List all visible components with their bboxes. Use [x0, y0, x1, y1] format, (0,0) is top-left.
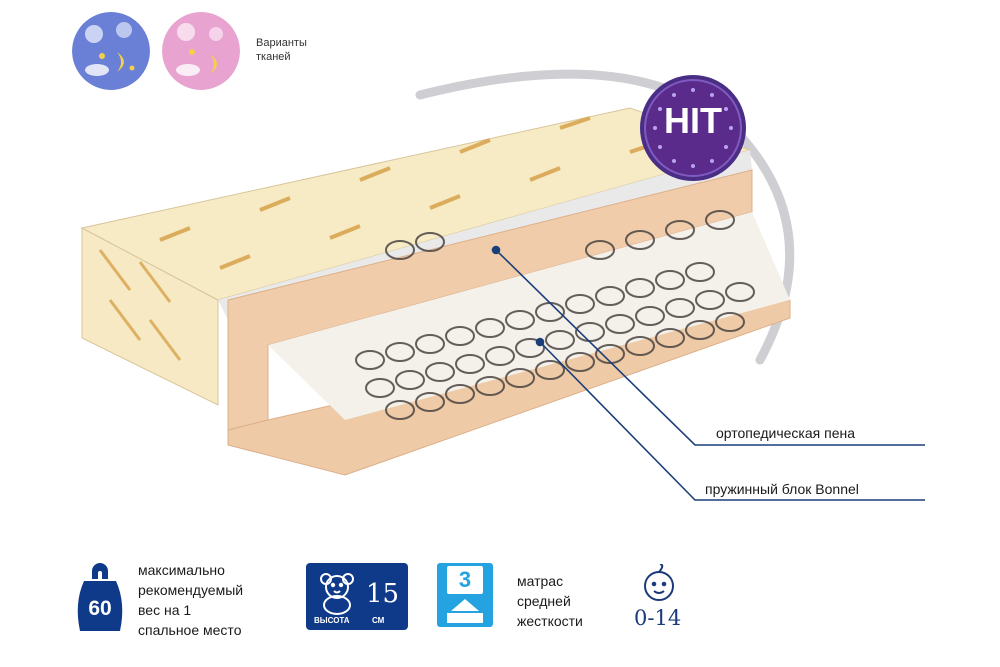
- height-badge: 15 ВЫСОТА СМ: [306, 563, 408, 630]
- stiffness-badge: 3: [437, 563, 493, 627]
- callout-label-springs: пружинный блок Bonnel: [705, 481, 859, 497]
- stiffness-text-line: средней: [517, 593, 571, 609]
- weight-text-line: спальное место: [138, 622, 242, 638]
- stiffness-text-line: жесткости: [517, 613, 583, 629]
- height-label: ВЫСОТА: [314, 616, 350, 625]
- weight-text-line: максимально: [138, 562, 225, 578]
- fabric-swatch-blue: [72, 12, 150, 90]
- callout-label-foam: ортопедическая пена: [716, 425, 856, 441]
- hit-badge: [640, 75, 746, 181]
- stiffness-text-line: матрас: [517, 573, 564, 589]
- arrow-up-icon: [447, 599, 483, 623]
- fabric-variants-label: Варианты тканей: [256, 37, 307, 63]
- hit-badge-text: HIT: [664, 100, 722, 141]
- height-value: 15: [366, 579, 400, 609]
- weight-value: 60: [88, 597, 112, 620]
- baby-face-icon: [644, 564, 674, 601]
- stiffness-description: матрас средней жесткости: [517, 571, 583, 631]
- stiffness-value: 3: [447, 566, 483, 594]
- spring-block: [268, 212, 790, 420]
- height-unit: СМ: [372, 616, 385, 625]
- callout-line-foam: [495, 249, 925, 446]
- callout-line-springs: [539, 341, 925, 501]
- teddy-bear-icon: [320, 573, 354, 615]
- weight-text-line: рекомендуемый: [138, 582, 244, 598]
- age-range: 0-14: [634, 606, 682, 630]
- weight-description: максимально рекомендуемый вес на 1 спаль…: [138, 560, 243, 640]
- fabric-swatch-pink: [162, 12, 240, 90]
- weight-icon: 60: [74, 563, 126, 633]
- weight-text-line: вес на 1: [138, 602, 192, 618]
